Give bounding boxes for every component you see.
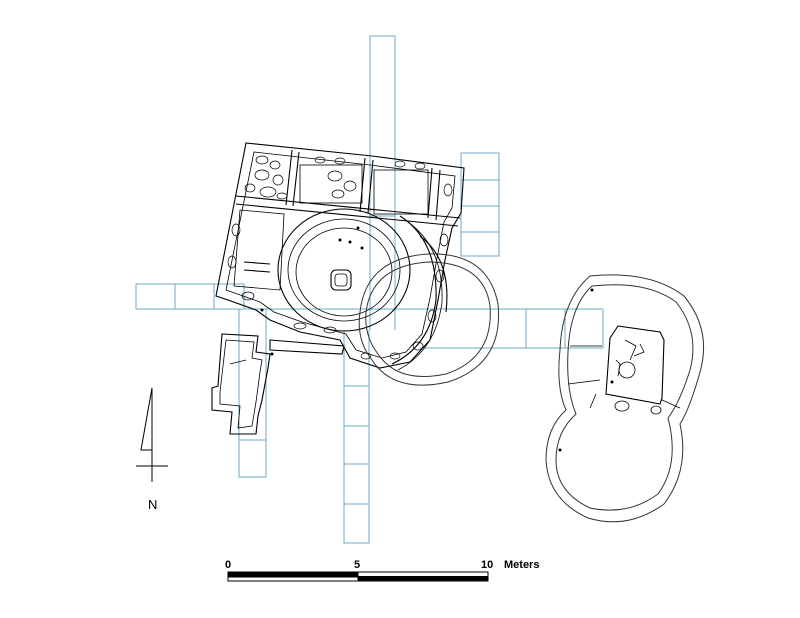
scale-bar: 0 5 10 Meters (225, 559, 539, 582)
north-arrow: N (136, 387, 168, 512)
rubble-stones (227, 155, 453, 360)
excavation-grid (135, 35, 604, 544)
east-curved-wall (391, 215, 448, 371)
roomblock-walls (215, 142, 465, 369)
east-round-enclosure (358, 253, 500, 386)
scale-tick-10: 10 (481, 559, 493, 571)
kiva (277, 208, 411, 332)
scale-unit: Meters (504, 559, 539, 571)
north-label: N (148, 497, 157, 512)
scale-tick-0: 0 (225, 559, 231, 571)
scale-tick-5: 5 (354, 559, 360, 571)
south-annex (211, 308, 345, 435)
east-enclosure (545, 274, 705, 523)
